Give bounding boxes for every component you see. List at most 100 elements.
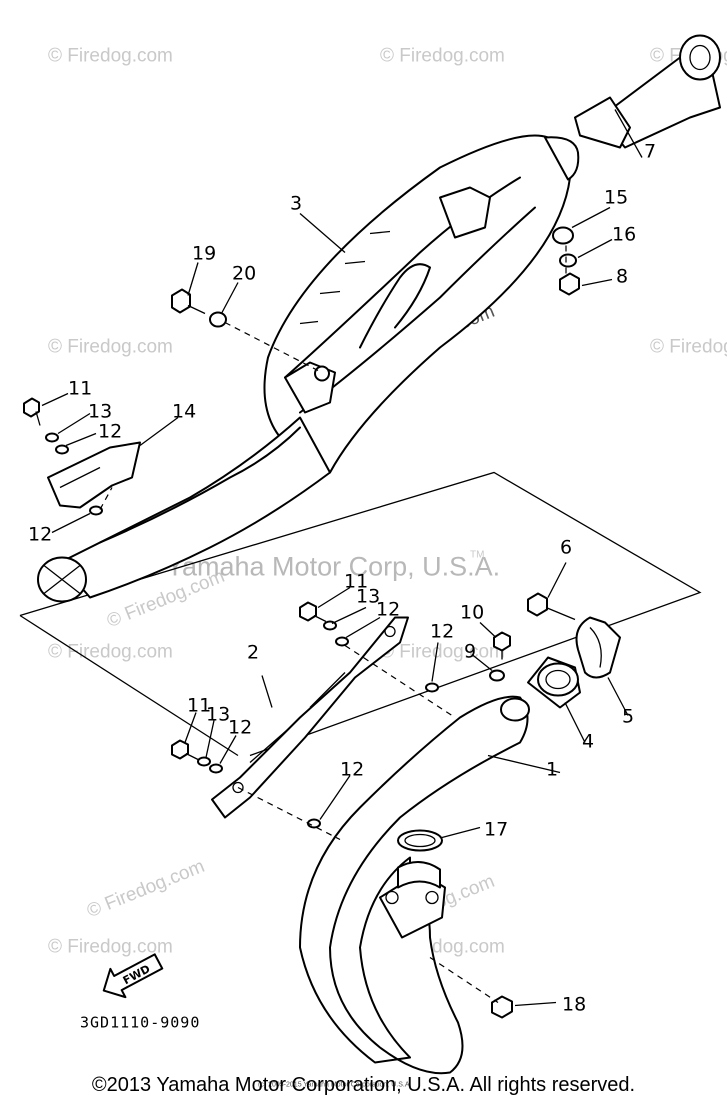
fasteners [23,226,580,1019]
exhaust-pipe-port [397,861,441,889]
end-cap-flange [574,96,631,149]
joint-opening [537,662,579,697]
small-credit: (c) 2005-2015 Yamaha Motor Corporation, … [258,1082,411,1089]
bracket-slot [249,727,291,763]
gasket-inner [404,833,436,848]
exhaust-pipe-end [500,697,530,722]
silencer-louvre [344,260,366,265]
callout-12: 12 [340,759,364,781]
leader-lines [41,109,643,1007]
washer-part-12 [425,682,439,693]
silencer-louvre [319,290,341,295]
silencer-louvre [299,320,319,325]
callouts: 1 2 3 4 5 6 7 8 9 10 11 11 11 12 12 12 1… [28,141,656,1016]
flange-hole [425,890,439,905]
callout-6: 6 [560,537,572,559]
callout-5: 5 [622,706,634,728]
heat-protector-part-14 [47,441,141,509]
silencer-graphic [359,263,431,349]
bolt-part-8 [559,272,580,296]
callout-8: 8 [616,266,628,288]
bracket-hole [384,625,396,638]
bolt-shank [545,606,576,621]
bolt-shank [313,614,327,623]
callout-9: 9 [464,641,476,663]
silencer-front-pipe [59,416,331,599]
nut-part-15 [552,226,574,245]
bolt-part-10 [493,631,511,652]
bolt-shank [35,411,41,426]
bolt-part-19 [171,288,191,314]
watermark-text: © Firedog.com [48,937,173,958]
washer-part-13 [45,432,59,443]
bolt-part-11 [171,739,189,760]
silencer-seam [299,206,536,414]
callout-1: 1 [546,759,558,781]
watermark-text: © Firedog.com [84,856,208,922]
callout-19: 19 [192,243,216,265]
copyright-footer: ©2013 Yamaha Motor Corporation, U.S.A. A… [91,1074,636,1096]
callout-2: 2 [247,642,259,664]
heat-protector-slot [59,466,101,489]
trademark-watermark: Yamaha Motor Corp, U.S.A. [166,552,500,582]
watermark-text: © Firedog.com [48,642,173,663]
silencer-part-3 [263,134,580,478]
washer-part-16 [559,253,577,268]
silencer-bracket [439,186,491,239]
washer-part-12 [55,444,69,455]
callout-14: 14 [172,401,196,423]
pipe-inlet-cross [43,564,81,595]
flange-hole [385,890,399,905]
bolt-shank [185,752,199,761]
callout-13: 13 [356,586,380,608]
clamp-band [589,627,602,668]
callout-12: 12 [98,421,122,443]
callout-12: 12 [228,717,252,739]
callout-11: 11 [68,378,92,400]
watermark-text: © Firedog.com [650,337,727,358]
clamp-part-5 [575,616,621,679]
washer-part-12 [335,636,349,647]
watermark-text: © Firedog.com [380,642,505,663]
washer-part-13 [197,756,211,767]
end-cap-outlet [679,34,721,81]
end-cap-part-7 [574,34,721,149]
callout-10: 10 [460,602,484,624]
silencer-louvre [369,230,391,235]
washer-part-12 [89,505,103,516]
callout-11: 11 [187,695,211,717]
diagram-part-code: 3GD1110-9090 [80,1014,200,1032]
callout-12: 12 [430,621,454,643]
callout-20: 20 [232,263,256,285]
washer-part-12 [209,763,223,774]
washer-part-9 [489,669,505,682]
bolt-shank [187,304,206,315]
callout-12: 12 [28,524,52,546]
callout-16: 16 [612,224,636,246]
silencer-mount-hole [314,365,330,382]
watermark-text: © Firedog.com [48,46,173,67]
callout-17: 17 [484,819,508,841]
watermark-text: © Firedog.com [380,46,505,67]
end-cap-outlet-inner [689,44,711,71]
callout-3: 3 [290,193,302,215]
bolt-part-6 [527,592,548,617]
tail-pipe [37,416,331,603]
callout-13: 13 [206,704,230,726]
callout-15: 15 [604,187,628,209]
callout-11: 11 [344,571,368,593]
joint-part-4 [527,656,581,709]
assembly-outline [19,614,239,757]
callout-18: 18 [562,994,586,1016]
silencer-body [263,134,574,478]
forward-arrow-icon [102,953,164,999]
callout-7: 7 [644,141,656,163]
bracket-slot [309,672,346,708]
bracket-hole [232,781,244,794]
silencer-front-pipe-seam [99,426,301,544]
callout-12: 12 [376,599,400,621]
trademark-symbol: TM [470,550,484,561]
nut-part-18 [491,995,513,1019]
bolt-part-11 [299,601,317,622]
